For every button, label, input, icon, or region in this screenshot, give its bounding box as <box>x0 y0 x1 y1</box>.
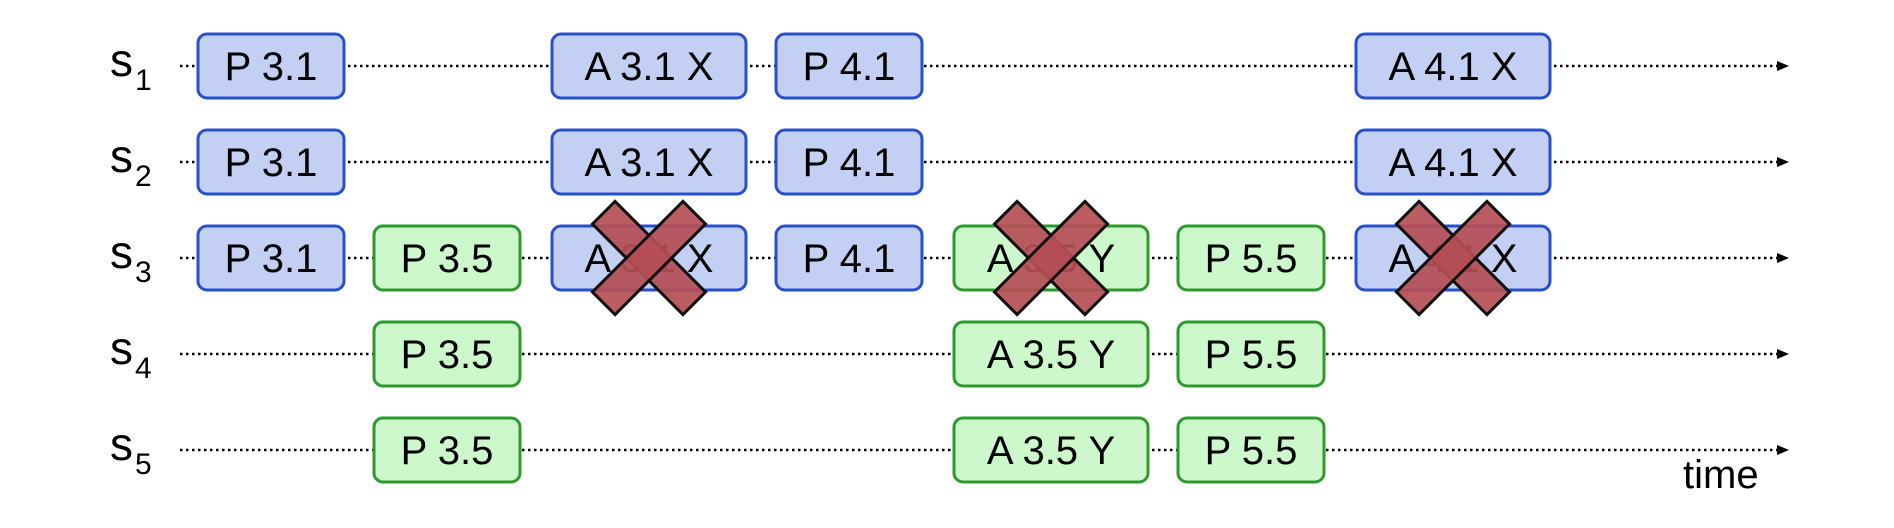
message-box-rect <box>1176 416 1326 484</box>
rejected-cross-icon <box>992 199 1110 317</box>
accept-message-box: A 4.1 X <box>1354 128 1552 196</box>
row-label: s2 <box>110 130 152 193</box>
message-box-rect <box>952 416 1150 484</box>
message-box-rect <box>372 416 522 484</box>
accept-message-box: A 4.1 X <box>1354 32 1552 100</box>
message-label: P 5.5 <box>1205 429 1298 473</box>
message-box-rect <box>774 128 924 196</box>
message-label: P 4.1 <box>803 45 896 89</box>
message-box-rect <box>1176 320 1326 388</box>
propose-message-box: P 3.1 <box>196 32 346 100</box>
message-label: P 3.5 <box>401 333 494 377</box>
message-box-rect <box>372 224 522 292</box>
message-label: A 4.1 X <box>1389 45 1518 89</box>
propose-message-box: P 3.1 <box>196 128 346 196</box>
row-label: s1 <box>110 34 152 97</box>
message-box-rect <box>1176 224 1326 292</box>
message-box-rect <box>1354 128 1552 196</box>
message-label: A 3.1 X <box>585 141 714 185</box>
accept-message-box: A 3.5 Y <box>952 320 1150 388</box>
row-label: s4 <box>110 322 152 385</box>
propose-message-box: P 4.1 <box>774 128 924 196</box>
message-box-rect <box>550 32 748 100</box>
server-row: s5 P 3.5 A 3.5 Y P 5.5 <box>110 416 1789 484</box>
message-label: P 5.5 <box>1205 237 1298 281</box>
accept-message-box: A 3.5 Y <box>952 416 1150 484</box>
message-label: A 3.1 X <box>585 45 714 89</box>
message-label: P 3.1 <box>225 45 318 89</box>
message-box-rect <box>952 320 1150 388</box>
message-label: P 3.1 <box>225 237 318 281</box>
message-label: A 3.5 Y <box>987 429 1115 473</box>
rejected-cross-icon <box>590 199 708 317</box>
message-box-rect <box>372 320 522 388</box>
message-box-rect <box>196 128 346 196</box>
propose-message-box: P 5.5 <box>1176 320 1326 388</box>
server-row: s2 P 3.1 A 3.1 X P 4.1 A 4.1 X <box>110 128 1789 196</box>
message-label: P 5.5 <box>1205 333 1298 377</box>
propose-message-box: P 3.5 <box>372 416 522 484</box>
rejected-cross-icon <box>1394 199 1512 317</box>
row-label: s3 <box>110 226 152 289</box>
propose-message-box: P 5.5 <box>1176 416 1326 484</box>
message-label: P 3.5 <box>401 429 494 473</box>
message-label: A 4.1 X <box>1389 141 1518 185</box>
propose-message-box: P 5.5 <box>1176 224 1326 292</box>
server-row: s4 P 3.5 A 3.5 Y P 5.5 <box>110 320 1789 388</box>
message-box-rect <box>196 32 346 100</box>
message-label: A 3.5 Y <box>987 333 1115 377</box>
accept-message-box: A 3.1 X <box>550 128 748 196</box>
message-box-rect <box>774 224 924 292</box>
message-box-rect <box>550 128 748 196</box>
propose-message-box: P 3.5 <box>372 320 522 388</box>
time-axis-label: time <box>1683 453 1759 497</box>
server-row: s1 P 3.1 A 3.1 X P 4.1 A 4.1 X <box>110 32 1789 100</box>
message-label: P 3.5 <box>401 237 494 281</box>
propose-message-box: P 3.1 <box>196 224 346 292</box>
server-row: s3P 3.1P 3.5A 3.1 XP 4.1A 3.5 YP 5.5A 4.… <box>110 199 1789 317</box>
message-box-rect <box>196 224 346 292</box>
propose-message-box: P 3.5 <box>372 224 522 292</box>
message-box-rect <box>774 32 924 100</box>
message-label: P 4.1 <box>803 237 896 281</box>
message-label: P 3.1 <box>225 141 318 185</box>
propose-message-box: P 4.1 <box>774 224 924 292</box>
row-label: s5 <box>110 418 152 481</box>
message-box-rect <box>1354 32 1552 100</box>
propose-message-box: P 4.1 <box>774 32 924 100</box>
message-label: P 4.1 <box>803 141 896 185</box>
accept-message-box: A 3.1 X <box>550 32 748 100</box>
